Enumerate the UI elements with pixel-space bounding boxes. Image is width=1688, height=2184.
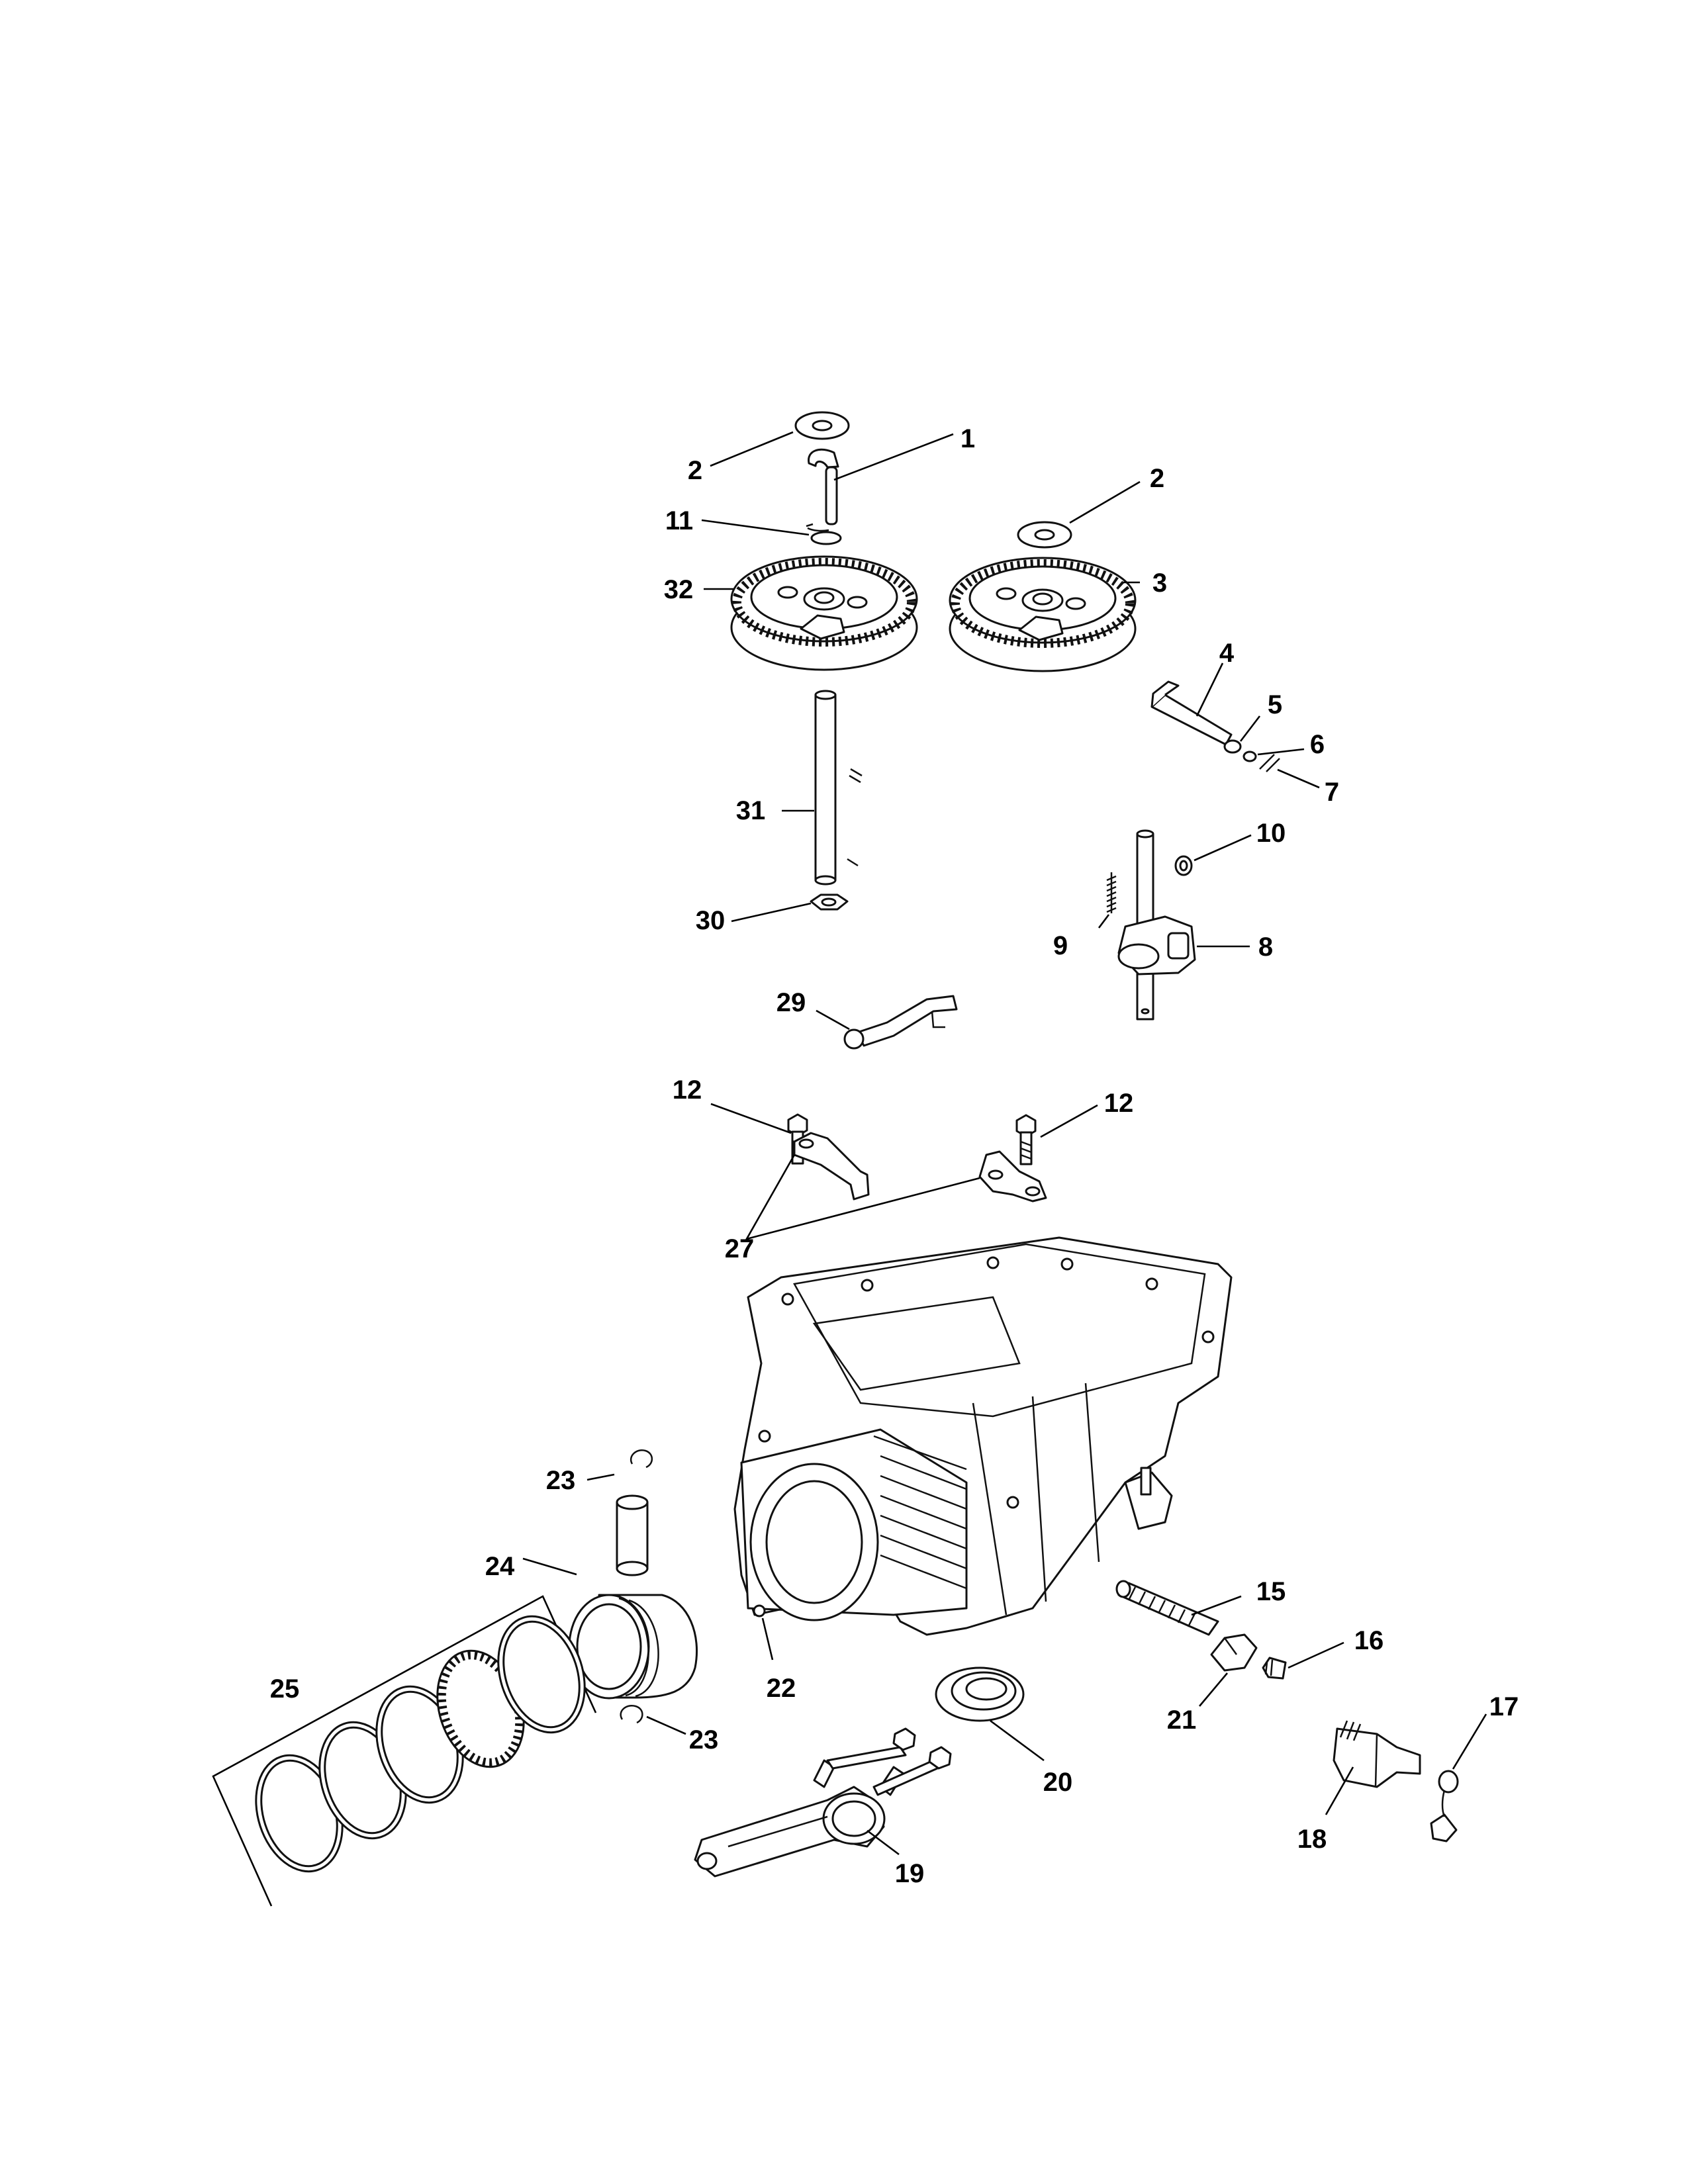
oil-seal-part-20 <box>935 1666 1025 1722</box>
callout-21: 21 <box>1167 1706 1197 1735</box>
bracket-part-27-left <box>793 1132 870 1201</box>
retaining-clip-part-11 <box>806 523 842 545</box>
connecting-rod-part-19 <box>694 1727 952 1878</box>
callout-2-right: 2 <box>1150 464 1164 493</box>
callout-30: 30 <box>696 906 726 935</box>
stud-part-15 <box>1115 1580 1219 1636</box>
callout-8: 8 <box>1258 933 1273 962</box>
piston-pin <box>616 1494 649 1576</box>
pin-part-7 <box>1259 754 1280 772</box>
callout-15: 15 <box>1256 1577 1286 1606</box>
callout-2-left: 2 <box>688 456 702 485</box>
callout-6: 6 <box>1310 730 1325 759</box>
callout-27: 27 <box>725 1234 755 1263</box>
fitting-part-18 <box>1333 1720 1421 1788</box>
governor-shaft-part-31 <box>814 690 863 886</box>
callout-31: 31 <box>736 796 766 825</box>
ball-part-22 <box>753 1604 766 1617</box>
callout-17: 17 <box>1489 1692 1519 1721</box>
retaining-ring-part-10 <box>1174 855 1193 876</box>
callout-23-top: 23 <box>546 1466 576 1495</box>
callout-16: 16 <box>1354 1626 1384 1655</box>
callout-10: 10 <box>1256 819 1286 848</box>
callout-labels: 1 2 2 3 4 5 6 7 10 9 8 11 32 31 30 29 12… <box>270 424 1519 1888</box>
callout-11: 11 <box>665 506 693 535</box>
callout-5: 5 <box>1268 690 1282 719</box>
washer-part-5 <box>1223 739 1242 754</box>
callout-7: 7 <box>1325 778 1339 807</box>
cap-part-17 <box>1430 1770 1459 1843</box>
washer-part-6 <box>1243 751 1257 762</box>
callout-12-right: 12 <box>1104 1089 1134 1118</box>
callout-4: 4 <box>1219 639 1235 668</box>
nut-part-21 <box>1210 1633 1258 1672</box>
callout-20: 20 <box>1043 1768 1073 1797</box>
piston-pin-clip-part-23-bottom <box>620 1704 643 1724</box>
leader-lines <box>522 431 1487 1856</box>
plug-part-16 <box>1262 1657 1287 1680</box>
governor-assembly-part-8 <box>1117 829 1196 1021</box>
crankcase-block <box>733 1236 1233 1636</box>
callout-29: 29 <box>776 988 806 1017</box>
callout-25: 25 <box>270 1674 300 1704</box>
callout-22: 22 <box>767 1674 796 1703</box>
washer-part-2-left <box>794 411 850 440</box>
callout-1: 1 <box>961 424 975 453</box>
callout-9: 9 <box>1053 931 1068 960</box>
breather-tube-part-29 <box>843 995 958 1050</box>
washer-part-2-right <box>1017 521 1072 549</box>
bracket-part-27-right <box>978 1150 1047 1203</box>
cam-gear-part-32 <box>730 555 918 671</box>
callout-23-bottom: 23 <box>689 1725 719 1754</box>
piston-ring-set-part-25 <box>212 1595 597 1907</box>
piston-part-24 <box>568 1594 698 1700</box>
callout-19: 19 <box>895 1859 925 1888</box>
nut-part-30 <box>810 893 849 911</box>
governor-lever-part-4 <box>1150 680 1233 746</box>
callout-24: 24 <box>485 1552 515 1581</box>
callout-18: 18 <box>1297 1825 1327 1854</box>
bolt-part-12-right <box>1015 1114 1037 1165</box>
governor-pin-part-1 <box>808 448 839 525</box>
callout-32: 32 <box>664 575 694 604</box>
spring-part-9 <box>1106 872 1117 913</box>
piston-pin-clip-part-23-top <box>630 1449 653 1469</box>
callout-3: 3 <box>1152 569 1167 598</box>
callout-12-left: 12 <box>673 1075 702 1105</box>
crank-gear-part-3 <box>949 557 1137 672</box>
